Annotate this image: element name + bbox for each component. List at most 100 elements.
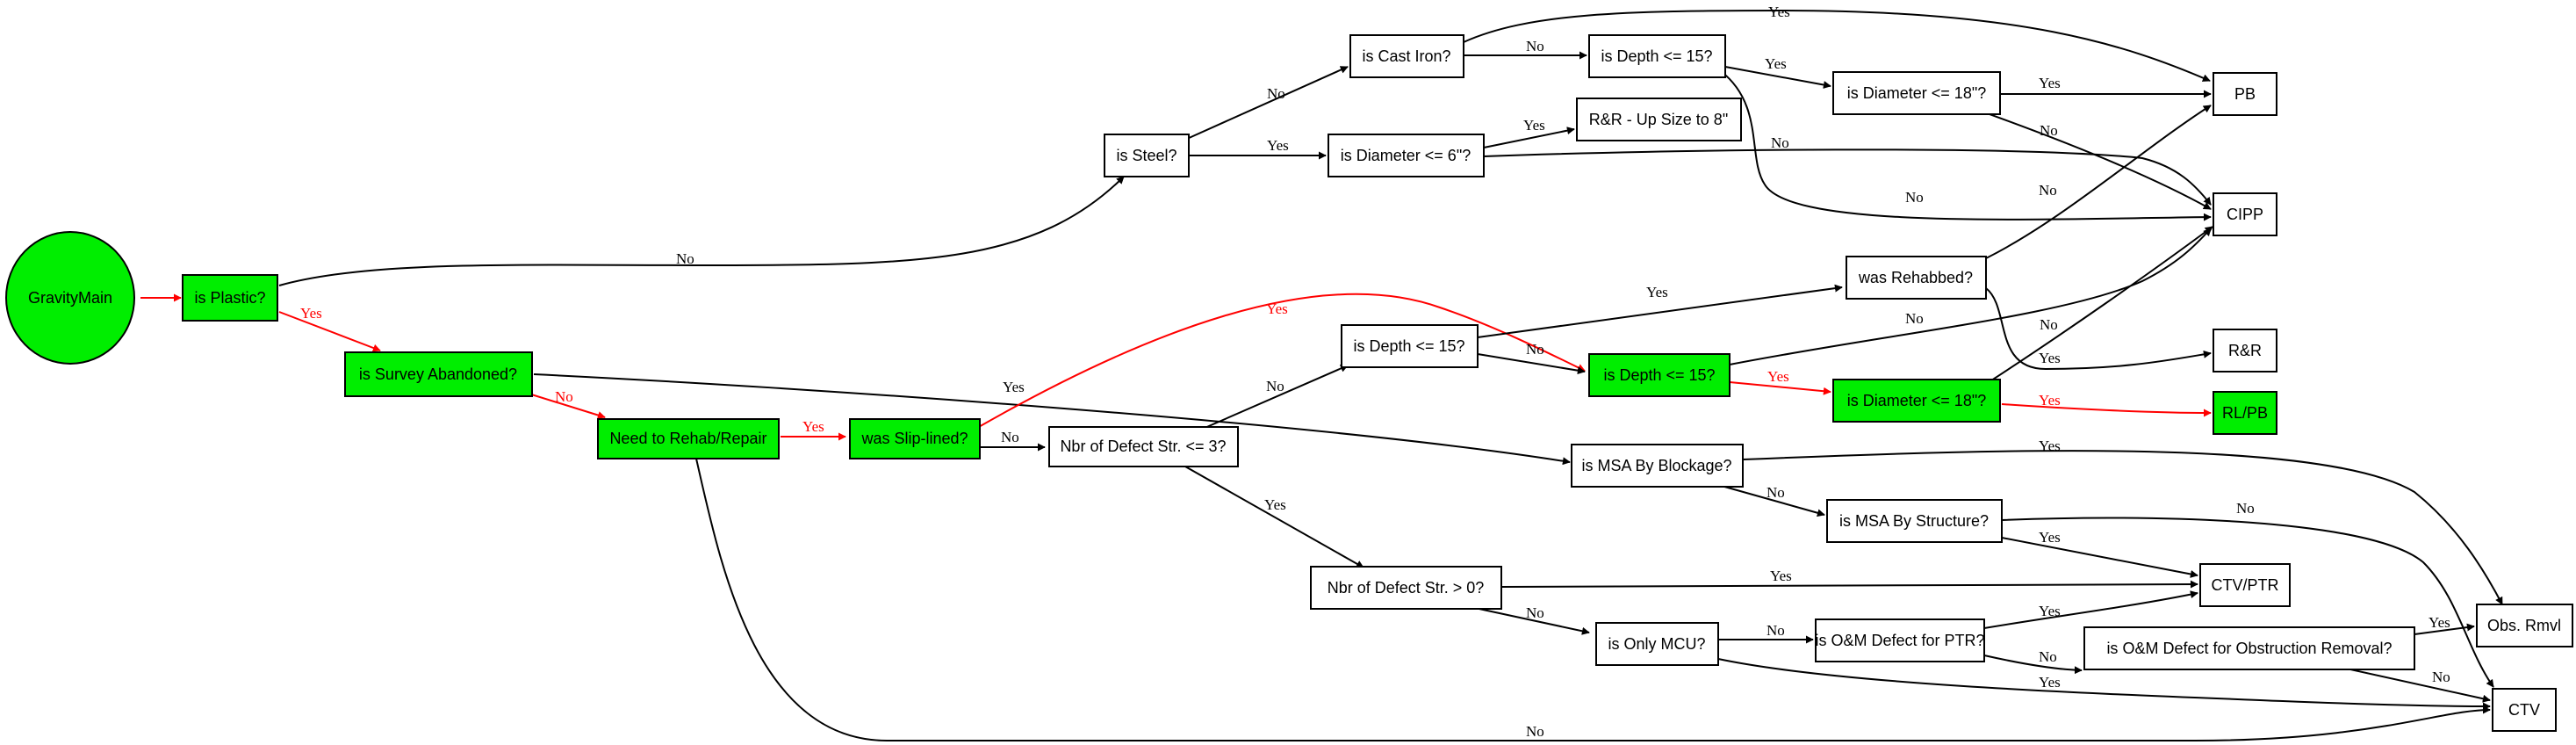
- node-label: is Diameter <= 6"?: [1341, 147, 1471, 164]
- edge-nbrdefectgt0-to-ctvptr-yes: Yes: [1500, 568, 2198, 589]
- node-is-steel[interactable]: is Steel?: [1104, 134, 1190, 177]
- edge-msastructure-to-ctv-no: No: [2001, 500, 2494, 688]
- edge-surveyabandoned-to-msablockage-yes: Yes: [533, 373, 1571, 466]
- edge-onlymcu-to-omptr-no: No: [1718, 622, 1814, 644]
- node-label: R&R - Up Size to 8": [1589, 111, 1728, 128]
- edge-label-no: No: [1767, 622, 1785, 639]
- edge-castiron-to-depthtop-no: No: [1464, 38, 1587, 60]
- edge-diameter18green-to-rlpb-yes: Yes: [2001, 392, 2212, 417]
- edge-label-no: No: [1526, 38, 1544, 54]
- node-rr-upsize[interactable]: R&R - Up Size to 8": [1576, 98, 1742, 141]
- edge-depthgreen-to-cipp-no: No: [1729, 228, 2212, 365]
- node-need-rehab-repair[interactable]: Need to Rehab/Repair: [597, 418, 780, 459]
- node-label: is MSA By Blockage?: [1581, 457, 1731, 474]
- node-label: GravityMain: [28, 289, 112, 307]
- node-label: Nbr of Defect Str. > 0?: [1328, 579, 1485, 597]
- edge-sliplined-to-depthgreen-yes: Yes: [976, 293, 1586, 429]
- node-is-cast-iron[interactable]: is Cast Iron?: [1349, 34, 1464, 78]
- node-label: is Diameter <= 18"?: [1847, 84, 1986, 102]
- node-label: CIPP: [2227, 206, 2263, 223]
- node-label: is Depth <= 15?: [1601, 47, 1712, 65]
- edge-label-no: No: [676, 250, 694, 267]
- edge-depthgreen-to-diameter18green-yes: Yes: [1729, 368, 1831, 395]
- node-label: RL/PB: [2222, 404, 2268, 422]
- node-label: is Diameter <= 18"?: [1847, 392, 1986, 409]
- node-is-diameter-6[interactable]: is Diameter <= 6"?: [1328, 134, 1485, 177]
- node-label: is O&M Defect for Obstruction Removal?: [2106, 640, 2392, 657]
- node-is-msa-structure[interactable]: is MSA By Structure?: [1826, 499, 2003, 543]
- edge-label-yes: Yes: [1765, 55, 1787, 72]
- node-is-depth-green[interactable]: is Depth <= 15?: [1588, 353, 1731, 397]
- edge-label-no: No: [1767, 484, 1785, 501]
- edge-label-no: No: [555, 388, 573, 405]
- node-rr[interactable]: R&R: [2213, 329, 2277, 372]
- node-was-rehabbed[interactable]: was Rehabbed?: [1846, 256, 1987, 300]
- edge-depthmid-to-depthgreen-no: No: [1477, 341, 1586, 375]
- edge-depthtop-to-diameter18top-yes: Yes: [1724, 55, 1831, 89]
- node-nbr-defect-le3[interactable]: Nbr of Defect Str. <= 3?: [1048, 426, 1239, 467]
- edge-label-yes: Yes: [1767, 368, 1789, 385]
- edge-label-yes: Yes: [2039, 350, 2061, 366]
- node-pb[interactable]: PB: [2213, 72, 2277, 116]
- edge-omobstruction-to-obsrmvl-yes: Yes: [2414, 614, 2475, 635]
- node-was-slip-lined[interactable]: was Slip-lined?: [849, 418, 981, 459]
- node-label: is Plastic?: [194, 289, 265, 307]
- edge-label-yes: Yes: [2039, 75, 2061, 91]
- edge-diameter18top-to-pb-yes: Yes: [1977, 75, 2212, 98]
- edge-label-no: No: [1771, 134, 1789, 151]
- node-is-plastic[interactable]: is Plastic?: [182, 274, 278, 322]
- edge-diameter6-to-cipp-no: No: [1483, 134, 2212, 206]
- node-ctv-ptr[interactable]: CTV/PTR: [2199, 563, 2291, 607]
- node-label: was Rehabbed?: [1858, 269, 1973, 286]
- node-is-msa-blockage[interactable]: is MSA By Blockage?: [1571, 444, 1744, 488]
- node-label: Obs. Rmvl: [2487, 617, 2561, 634]
- node-obs-rmvl[interactable]: Obs. Rmvl: [2476, 604, 2573, 647]
- edge-label-no: No: [2432, 669, 2450, 685]
- edge-label-no: No: [1266, 378, 1284, 394]
- edge-label-no: No: [1905, 310, 1924, 327]
- node-label: is MSA By Structure?: [1839, 512, 1989, 530]
- node-label: R&R: [2228, 342, 2262, 359]
- node-is-survey-abandoned[interactable]: is Survey Abandoned?: [344, 351, 533, 397]
- edge-omobstruction-to-ctv-no: No: [2342, 667, 2491, 703]
- edge-label-no: No: [2040, 122, 2058, 139]
- edge-isplastic-to-issteel-no: No: [278, 176, 1125, 286]
- node-is-depth-top[interactable]: is Depth <= 15?: [1588, 34, 1726, 78]
- edge-nbrdefectle3-to-nbrdefectgt0-yes: Yes: [1184, 466, 1364, 568]
- node-gravity-main[interactable]: GravityMain: [5, 231, 135, 365]
- node-label: PB: [2234, 85, 2256, 103]
- edge-msablockage-to-msastructure-no: No: [1711, 482, 1825, 517]
- edge-depthmid-to-wasrehabbed-yes: Yes: [1477, 284, 1843, 338]
- edge-label-yes: Yes: [1770, 568, 1792, 584]
- node-cipp[interactable]: CIPP: [2213, 192, 2277, 236]
- edge-label-yes: Yes: [2039, 674, 2061, 691]
- edge-nbrdefectgt0-to-onlymcu-no: No: [1474, 604, 1590, 635]
- edge-nbrdefectle3-to-depthmid-no: No: [1202, 365, 1349, 430]
- node-rl-pb[interactable]: RL/PB: [2213, 391, 2277, 435]
- edge-label-yes: Yes: [2039, 529, 2061, 546]
- node-nbr-defect-gt0[interactable]: Nbr of Defect Str. > 0?: [1310, 566, 1502, 610]
- edge-omptr-to-ctvptr-yes: Yes: [1983, 590, 2198, 629]
- node-ctv[interactable]: CTV: [2492, 688, 2557, 732]
- node-is-diameter-18-top[interactable]: is Diameter <= 18"?: [1832, 71, 2001, 115]
- edge-needrehab-to-sliplined-yes: Yes: [781, 418, 846, 441]
- edge-label-yes: Yes: [802, 418, 824, 435]
- node-label: is Depth <= 15?: [1603, 366, 1715, 384]
- node-is-diameter-18-green[interactable]: is Diameter <= 18"?: [1832, 379, 2001, 423]
- node-is-om-obstruction[interactable]: is O&M Defect for Obstruction Removal?: [2083, 626, 2415, 670]
- edge-msastructure-to-ctvptr-yes: Yes: [2001, 529, 2198, 578]
- node-label: was Slip-lined?: [860, 430, 968, 447]
- edge-issteel-to-diameter6-yes: Yes: [1189, 137, 1327, 160]
- edge-onlymcu-to-ctv-yes: Yes: [1717, 658, 2491, 711]
- edge-label-no: No: [1267, 85, 1285, 102]
- node-is-only-mcu[interactable]: is Only MCU?: [1595, 622, 1719, 666]
- node-label: CTV/PTR: [2211, 576, 2278, 594]
- node-label: is Depth <= 15?: [1353, 337, 1464, 355]
- node-label: Nbr of Defect Str. <= 3?: [1060, 438, 1226, 455]
- edge-label-no: No: [1526, 341, 1544, 358]
- edge-label-no: No: [1526, 723, 1544, 740]
- edge-label-no: No: [2039, 182, 2057, 199]
- node-is-depth-mid[interactable]: is Depth <= 15?: [1341, 324, 1479, 368]
- node-is-om-ptr[interactable]: is O&M Defect for PTR?: [1815, 618, 1985, 662]
